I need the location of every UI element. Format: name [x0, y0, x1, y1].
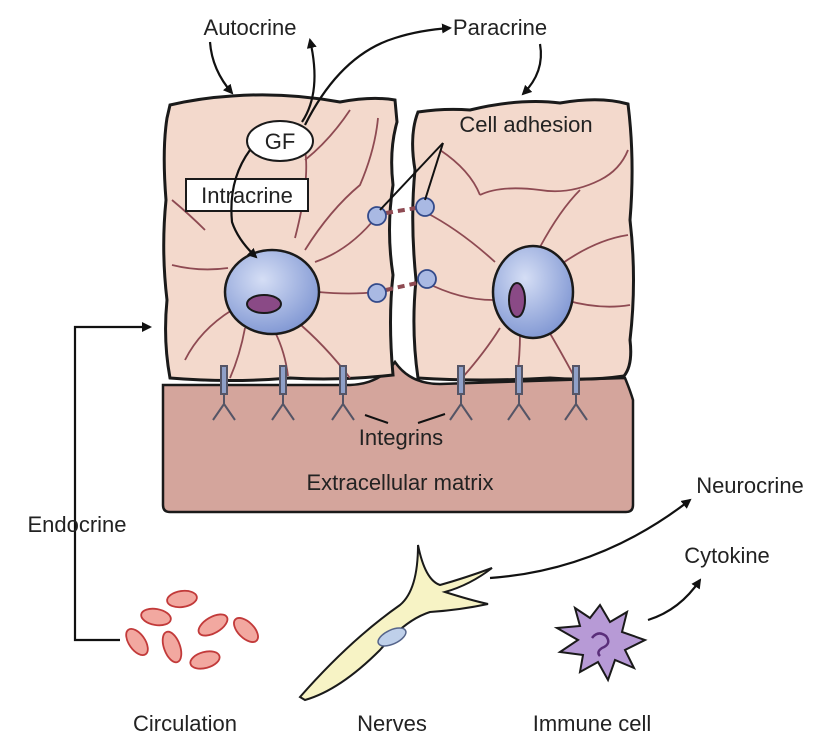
integrin-receptor [271, 365, 295, 421]
integrin-receptor [212, 365, 236, 421]
label-cell-adhesion: Cell adhesion [459, 112, 592, 137]
integrin-receptor [507, 365, 531, 421]
integrins [212, 365, 588, 421]
label-immune-cell: Immune cell [533, 711, 652, 736]
neurocrine-arrow [489, 498, 692, 580]
left-cell [162, 93, 399, 382]
autocrine-out-arrow [301, 38, 317, 123]
red-blood-cells [125, 589, 259, 670]
label-autocrine: Autocrine [204, 15, 297, 40]
left-nucleus [223, 248, 321, 336]
cell-adhesion-pointer [379, 142, 444, 211]
label-nerves: Nerves [357, 711, 427, 736]
right-nucleus [491, 244, 575, 340]
paracrine-arrow [304, 23, 452, 126]
integrin-receptor [331, 365, 355, 421]
label-intracrine: Intracrine [201, 183, 293, 208]
intracrine-arrow [230, 149, 258, 259]
adhesion-junctions [367, 197, 437, 303]
signal-arrows [73, 23, 702, 642]
intracrine-box [185, 178, 309, 212]
endocrine-arrow [73, 322, 152, 642]
gf-bubble [246, 120, 314, 162]
immune-cell [553, 603, 648, 683]
integrins-pointer [364, 413, 446, 424]
autocrine-in-arrow [208, 41, 234, 95]
nerve-cell [298, 544, 493, 702]
integrin-receptor [449, 365, 473, 421]
cytokine-arrow [647, 578, 702, 622]
label-extracellular-matrix: Extracellular matrix [306, 470, 493, 495]
label-cytokine: Cytokine [684, 543, 770, 568]
integrin-receptor [564, 365, 588, 421]
label-endocrine: Endocrine [27, 512, 126, 537]
label-neurocrine: Neurocrine [696, 473, 804, 498]
right-cell [411, 98, 635, 382]
label-gf: GF [265, 129, 296, 154]
paracrine-in-arrow [521, 43, 542, 96]
label-paracrine: Paracrine [453, 15, 547, 40]
label-circulation: Circulation [133, 711, 237, 736]
label-integrins: Integrins [359, 425, 443, 450]
